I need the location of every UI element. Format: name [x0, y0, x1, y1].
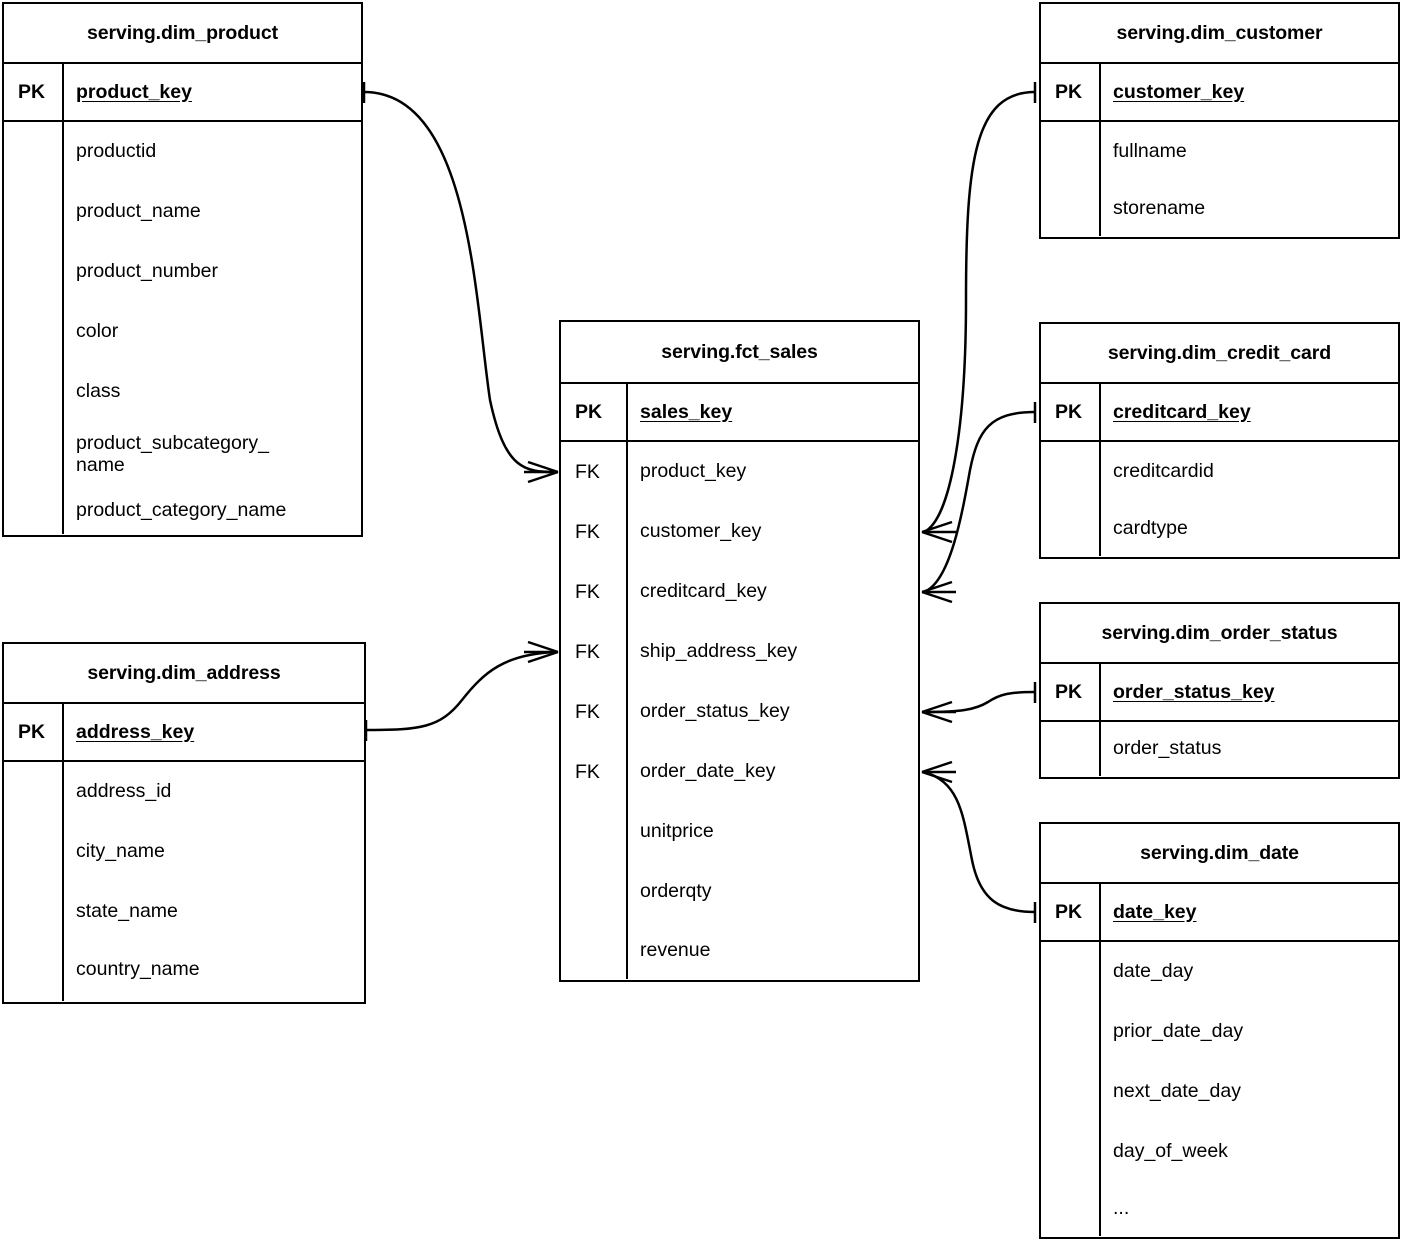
- entity-fct-sales[interactable]: serving.fct_sales PK sales_key FK FK FK …: [559, 320, 920, 982]
- column-row: creditcard_key: [640, 580, 767, 603]
- pk-label: PK: [18, 80, 46, 103]
- edge-date-crowfoot: [921, 760, 956, 784]
- edge-date-to-sales: [923, 770, 1036, 914]
- column-row: customer_key: [640, 520, 762, 543]
- attribute-row: product_category_name: [76, 499, 287, 522]
- entity-title: serving.dim_date: [1041, 824, 1398, 884]
- column-row: unitprice: [640, 820, 714, 843]
- fk-label: FK: [575, 700, 600, 723]
- entity-pk-row: PK product_key: [4, 64, 361, 122]
- attribute-row: productid: [76, 140, 157, 163]
- pk-label: PK: [1055, 900, 1083, 923]
- pk-label: PK: [1055, 680, 1083, 703]
- column-row: product_key: [640, 460, 747, 483]
- entity-dim-customer[interactable]: serving.dim_customer PK customer_key ful…: [1039, 2, 1400, 239]
- column-row: order_date_key: [640, 760, 776, 783]
- pk-column-name: order_status_key: [1113, 680, 1275, 703]
- pk-label: PK: [1055, 400, 1083, 423]
- edge-orderstatus-crowfoot: [921, 700, 956, 724]
- attribute-row: address_id: [76, 780, 172, 803]
- fk-label: FK: [575, 520, 600, 543]
- fk-label: FK: [575, 760, 600, 783]
- attribute-row: fullname: [1113, 140, 1187, 163]
- column-row: order_status_key: [640, 700, 790, 723]
- attribute-row: creditcardid: [1113, 460, 1214, 483]
- attribute-row: city_name: [76, 840, 165, 863]
- attribute-row: color: [76, 320, 119, 343]
- entity-dim-address[interactable]: serving.dim_address PK address_key addre…: [2, 642, 366, 1004]
- column-row: orderqty: [640, 880, 712, 903]
- fk-label: FK: [575, 580, 600, 603]
- column-row: revenue: [640, 938, 711, 961]
- fk-label: [561, 802, 626, 862]
- entity-attributes: creditcardid cardtype: [1041, 442, 1398, 556]
- attribute-row: product_number: [76, 260, 219, 283]
- pk-label: PK: [1055, 80, 1083, 103]
- attribute-row: day_of_week: [1113, 1140, 1228, 1163]
- attribute-row: cardtype: [1113, 517, 1188, 540]
- pk-column-name: address_key: [76, 720, 195, 743]
- attribute-row: storename: [1113, 197, 1206, 220]
- entity-pk-row: PK date_key: [1041, 884, 1398, 942]
- entity-dim-credit-card[interactable]: serving.dim_credit_card PK creditcard_ke…: [1039, 322, 1400, 559]
- edge-product-crowfoot: [524, 460, 559, 484]
- attribute-row: product_name: [76, 200, 201, 223]
- pk-label: PK: [18, 720, 46, 743]
- edge-creditcard-crowfoot: [921, 580, 956, 604]
- fk-label: [561, 922, 626, 979]
- entity-dim-date[interactable]: serving.dim_date PK date_key date_day pr…: [1039, 822, 1400, 1239]
- pk-column-name: sales_key: [640, 400, 733, 423]
- entity-dim-order-status[interactable]: serving.dim_order_status PK order_status…: [1039, 602, 1400, 779]
- entity-pk-row: PK creditcard_key: [1041, 384, 1398, 442]
- attribute-row: class: [76, 380, 121, 403]
- attribute-row: prior_date_day: [1113, 1020, 1244, 1043]
- entity-attributes: address_id city_name state_name country_…: [4, 762, 364, 1001]
- attribute-row: date_day: [1113, 960, 1194, 983]
- attribute-row: next_date_day: [1113, 1080, 1241, 1103]
- edge-address-crowfoot: [524, 640, 559, 664]
- edge-creditcard-to-sales: [923, 410, 1036, 594]
- attribute-row: order_status: [1113, 737, 1222, 760]
- entity-title: serving.fct_sales: [561, 322, 918, 384]
- edge-address-to-sales: [365, 650, 557, 732]
- attribute-row: state_name: [76, 900, 178, 923]
- entity-title: serving.dim_customer: [1041, 4, 1398, 64]
- entity-attributes: order_status: [1041, 722, 1398, 776]
- attribute-row: country_name: [76, 957, 200, 980]
- entity-pk-row: PK customer_key: [1041, 64, 1398, 122]
- pk-column-name: creditcard_key: [1113, 400, 1251, 423]
- entity-attributes: fullname storename: [1041, 122, 1398, 236]
- edge-product-to-sales: [363, 90, 557, 474]
- edge-customer-to-sales: [923, 90, 1036, 534]
- entity-pk-row: PK order_status_key: [1041, 664, 1398, 722]
- attribute-row: product_subcategory_name: [76, 432, 269, 476]
- entity-columns: FK FK FK FK FK FK product_key customer_k…: [561, 442, 918, 979]
- entity-title: serving.dim_address: [4, 644, 364, 704]
- entity-title: serving.dim_credit_card: [1041, 324, 1398, 384]
- entity-attributes: date_day prior_date_day next_date_day da…: [1041, 942, 1398, 1236]
- edge-orderstatus-to-sales: [923, 690, 1036, 714]
- entity-title: serving.dim_order_status: [1041, 604, 1398, 664]
- pk-column-name: customer_key: [1113, 80, 1245, 103]
- pk-column-name: product_key: [76, 80, 192, 103]
- pk-column-name: date_key: [1113, 900, 1197, 923]
- pk-label: PK: [575, 400, 603, 423]
- entity-title: serving.dim_product: [4, 4, 361, 64]
- entity-pk-row: PK sales_key: [561, 384, 918, 442]
- entity-pk-row: PK address_key: [4, 704, 364, 762]
- column-row: ship_address_key: [640, 640, 798, 663]
- fk-label: FK: [575, 460, 600, 483]
- entity-attributes: productid product_name product_number co…: [4, 122, 361, 534]
- edge-customer-crowfoot: [921, 520, 956, 544]
- fk-label: FK: [575, 640, 600, 663]
- fk-label: [561, 862, 626, 922]
- attribute-row: ...: [1113, 1197, 1130, 1220]
- entity-dim-product[interactable]: serving.dim_product PK product_key produ…: [2, 2, 363, 537]
